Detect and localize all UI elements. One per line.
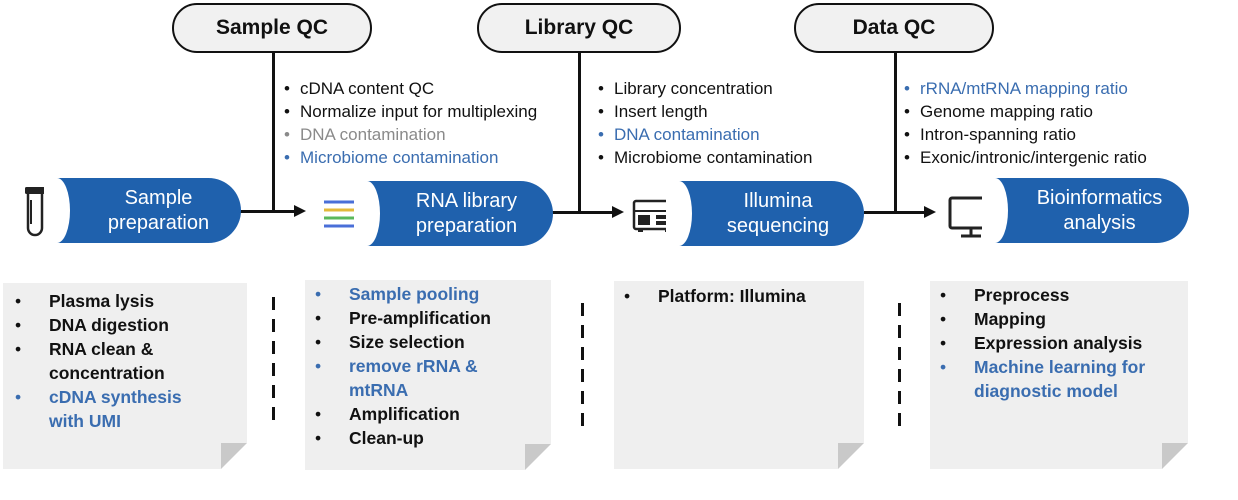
rna-library-steps: Sample pooling Pre-amplification Size se… xyxy=(315,282,535,450)
page-fold xyxy=(838,443,864,469)
pill-notch xyxy=(666,181,692,246)
page-fold xyxy=(1162,443,1188,469)
sample-preparation-steps: Plasma lysis DNA digestion RNA clean & c… xyxy=(15,289,215,433)
stage-label-line1: RNA library xyxy=(415,189,518,212)
stage-label-line1: Sample xyxy=(124,186,193,209)
data-qc-list: rRNA/mtRNA mapping ratio Genome mapping … xyxy=(902,77,1147,169)
flow-arrowhead-2 xyxy=(612,206,624,218)
step-item: DNA digestion xyxy=(15,313,215,337)
qc-item: DNA contamination xyxy=(282,123,537,146)
step-item: Size selection xyxy=(315,330,535,354)
rna-library-steps-card: Sample pooling Pre-amplification Size se… xyxy=(305,280,551,470)
qc-item: rRNA/mtRNA mapping ratio xyxy=(902,77,1147,100)
stage-label-line1: Bioinformatics xyxy=(1036,186,1163,209)
stage-bioinformatics-analysis: Bioinformatics analysis xyxy=(984,178,1189,243)
pill-notch xyxy=(354,181,380,246)
step-item: RNA clean & concentration xyxy=(15,337,215,385)
library-qc-list: Library concentration Insert length DNA … xyxy=(596,77,812,169)
qc-item: Genome mapping ratio xyxy=(902,100,1147,123)
page-fold xyxy=(525,444,551,470)
library-qc-box: Library QC xyxy=(477,3,681,53)
stage-sample-preparation: Sample preparation xyxy=(46,178,241,243)
flow-arrowhead-3 xyxy=(924,206,936,218)
step-item: Clean-up xyxy=(315,426,535,450)
sequencing-steps: Platform: Illumina xyxy=(624,284,854,308)
test-tube-icon xyxy=(22,186,48,243)
sample-qc-list: cDNA content QC Normalize input for mult… xyxy=(282,77,537,169)
step-item: Platform: Illumina xyxy=(624,284,854,308)
qc-item: Library concentration xyxy=(596,77,812,100)
stage-illumina-sequencing: Illumina sequencing xyxy=(668,181,864,246)
stage-label-line1: Illumina xyxy=(743,189,813,212)
qc-item: Insert length xyxy=(596,100,812,123)
flow-arrow-2 xyxy=(552,211,614,214)
sample-qc-box: Sample QC xyxy=(172,3,372,53)
step-item: Pre-amplification xyxy=(315,306,535,330)
step-item: cDNA synthesis with UMI xyxy=(15,385,215,433)
step-item: Machine learning for diagnostic model xyxy=(940,355,1180,403)
library-qc-connector xyxy=(578,53,581,214)
flow-arrow-1 xyxy=(240,210,296,213)
flow-arrowhead-1 xyxy=(294,205,306,217)
bioinformatics-steps-card: Preprocess Mapping Expression analysis M… xyxy=(930,281,1188,469)
sample-preparation-steps-card: Plasma lysis DNA digestion RNA clean & c… xyxy=(3,283,247,469)
page-fold xyxy=(221,443,247,469)
step-item: Mapping xyxy=(940,307,1180,331)
separator-dashed-line xyxy=(272,297,275,429)
data-qc-connector xyxy=(894,53,897,213)
stage-label-line2: preparation xyxy=(415,214,518,237)
stage-label-line2: sequencing xyxy=(726,214,830,237)
step-item: Preprocess xyxy=(940,283,1180,307)
separator-dashed-line xyxy=(898,303,901,435)
sequencing-steps-card: Platform: Illumina xyxy=(614,281,864,469)
stage-rna-library-preparation: RNA library preparation xyxy=(356,181,553,246)
step-item: Amplification xyxy=(315,402,535,426)
qc-item: Microbiome contamination xyxy=(282,146,537,169)
data-qc-box: Data QC xyxy=(794,3,994,53)
step-item: Plasma lysis xyxy=(15,289,215,313)
step-item: Sample pooling xyxy=(315,282,535,306)
stage-label-line2: preparation xyxy=(107,211,210,234)
pill-notch xyxy=(982,178,1008,243)
sample-qc-connector xyxy=(272,53,275,213)
step-item: remove rRNA & mtRNA xyxy=(315,354,535,402)
bioinformatics-steps: Preprocess Mapping Expression analysis M… xyxy=(940,283,1180,403)
qc-item: DNA contamination xyxy=(596,123,812,146)
step-item: Expression analysis xyxy=(940,331,1180,355)
qc-item: Exonic/intronic/intergenic ratio xyxy=(902,146,1147,169)
separator-dashed-line xyxy=(581,303,584,435)
flow-arrow-3 xyxy=(864,211,926,214)
qc-item: Intron-spanning ratio xyxy=(902,123,1147,146)
qc-item: Microbiome contamination xyxy=(596,146,812,169)
qc-item: Normalize input for multiplexing xyxy=(282,100,537,123)
pill-notch xyxy=(44,178,70,243)
qc-item: cDNA content QC xyxy=(282,77,537,100)
stage-label-line2: analysis xyxy=(1063,211,1136,234)
